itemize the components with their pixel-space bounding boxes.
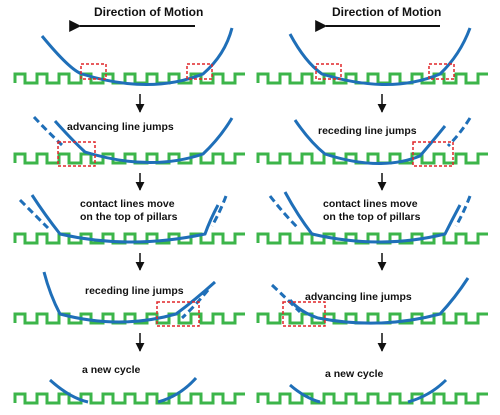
droplet-interface xyxy=(30,194,220,244)
droplet-interface-dashed xyxy=(454,195,472,227)
right-column: Direction of Motion receding line jumps … xyxy=(256,5,488,405)
right-panel-1 xyxy=(256,27,488,86)
pillar-substrate xyxy=(13,392,245,405)
contact-line-highlight xyxy=(186,63,213,80)
pillar-substrate xyxy=(256,312,488,325)
pillar-substrate xyxy=(256,232,488,245)
droplet-interface xyxy=(48,378,89,404)
droplet-interface xyxy=(293,119,447,165)
right-panel-5: a new cycle xyxy=(256,368,488,405)
pillar-substrate xyxy=(256,72,488,85)
droplet-interface xyxy=(53,117,234,164)
droplet-interface-dashed xyxy=(268,195,300,230)
right-panel-2: receding line jumps xyxy=(256,117,488,167)
left-caption-3: receding line jumps xyxy=(85,285,184,297)
left-panel-4: receding line jumps xyxy=(13,271,245,327)
droplet-interface xyxy=(283,191,462,244)
left-caption-1: advancing line jumps xyxy=(67,121,174,133)
contact-line-highlight xyxy=(282,301,326,327)
droplet-interface-dashed xyxy=(446,117,472,148)
droplet-interface-dashed xyxy=(180,289,210,320)
right-caption-2a: contact lines move xyxy=(323,198,418,210)
droplet-interface xyxy=(289,383,321,404)
right-caption-4: a new cycle xyxy=(325,368,384,380)
droplet-interface-dashed xyxy=(32,115,64,147)
left-title: Direction of Motion xyxy=(94,5,203,19)
pillar-substrate xyxy=(256,392,488,405)
right-panel-3: contact lines move on the top of pillars xyxy=(256,191,488,245)
contact-line-highlight xyxy=(57,141,96,167)
contact-line-highlight xyxy=(156,301,200,327)
pillar-substrate xyxy=(13,152,245,165)
right-title: Direction of Motion xyxy=(332,5,441,19)
pillar-substrate xyxy=(13,312,245,325)
left-caption-2b: on the top of pillars xyxy=(80,211,178,223)
contact-line-highlight xyxy=(315,63,342,80)
right-panel-4: advancing line jumps xyxy=(256,277,488,327)
droplet-interface-dashed xyxy=(18,198,50,230)
left-caption-2a: contact lines move xyxy=(80,198,175,210)
droplet-interface-dashed xyxy=(210,195,228,227)
droplet-interface xyxy=(42,271,217,324)
left-caption-4: a new cycle xyxy=(82,364,141,376)
left-panel-5: a new cycle xyxy=(13,364,245,405)
droplet-interface-dashed xyxy=(270,283,302,314)
right-caption-3: advancing line jumps xyxy=(305,291,412,303)
left-panel-3: contact lines move on the top of pillars xyxy=(13,194,245,245)
pillar-substrate xyxy=(256,152,488,165)
left-column: Direction of Motion advancing line jumps… xyxy=(13,5,245,405)
pillar-substrate xyxy=(13,232,245,245)
droplet-interface xyxy=(157,377,198,404)
droplet-interface xyxy=(407,378,448,404)
right-caption-1: receding line jumps xyxy=(318,125,417,137)
droplet-interface xyxy=(40,27,234,86)
droplet-interface xyxy=(288,27,472,86)
contact-line-highlight xyxy=(412,141,454,167)
pillar-substrate xyxy=(13,72,245,85)
right-caption-2b: on the top of pillars xyxy=(323,211,421,223)
droplet-interface xyxy=(288,277,470,325)
contact-line-highlight xyxy=(80,63,107,80)
left-panel-1 xyxy=(13,27,245,86)
contact-line-highlight xyxy=(428,63,455,80)
left-panel-2: advancing line jumps xyxy=(13,115,245,167)
